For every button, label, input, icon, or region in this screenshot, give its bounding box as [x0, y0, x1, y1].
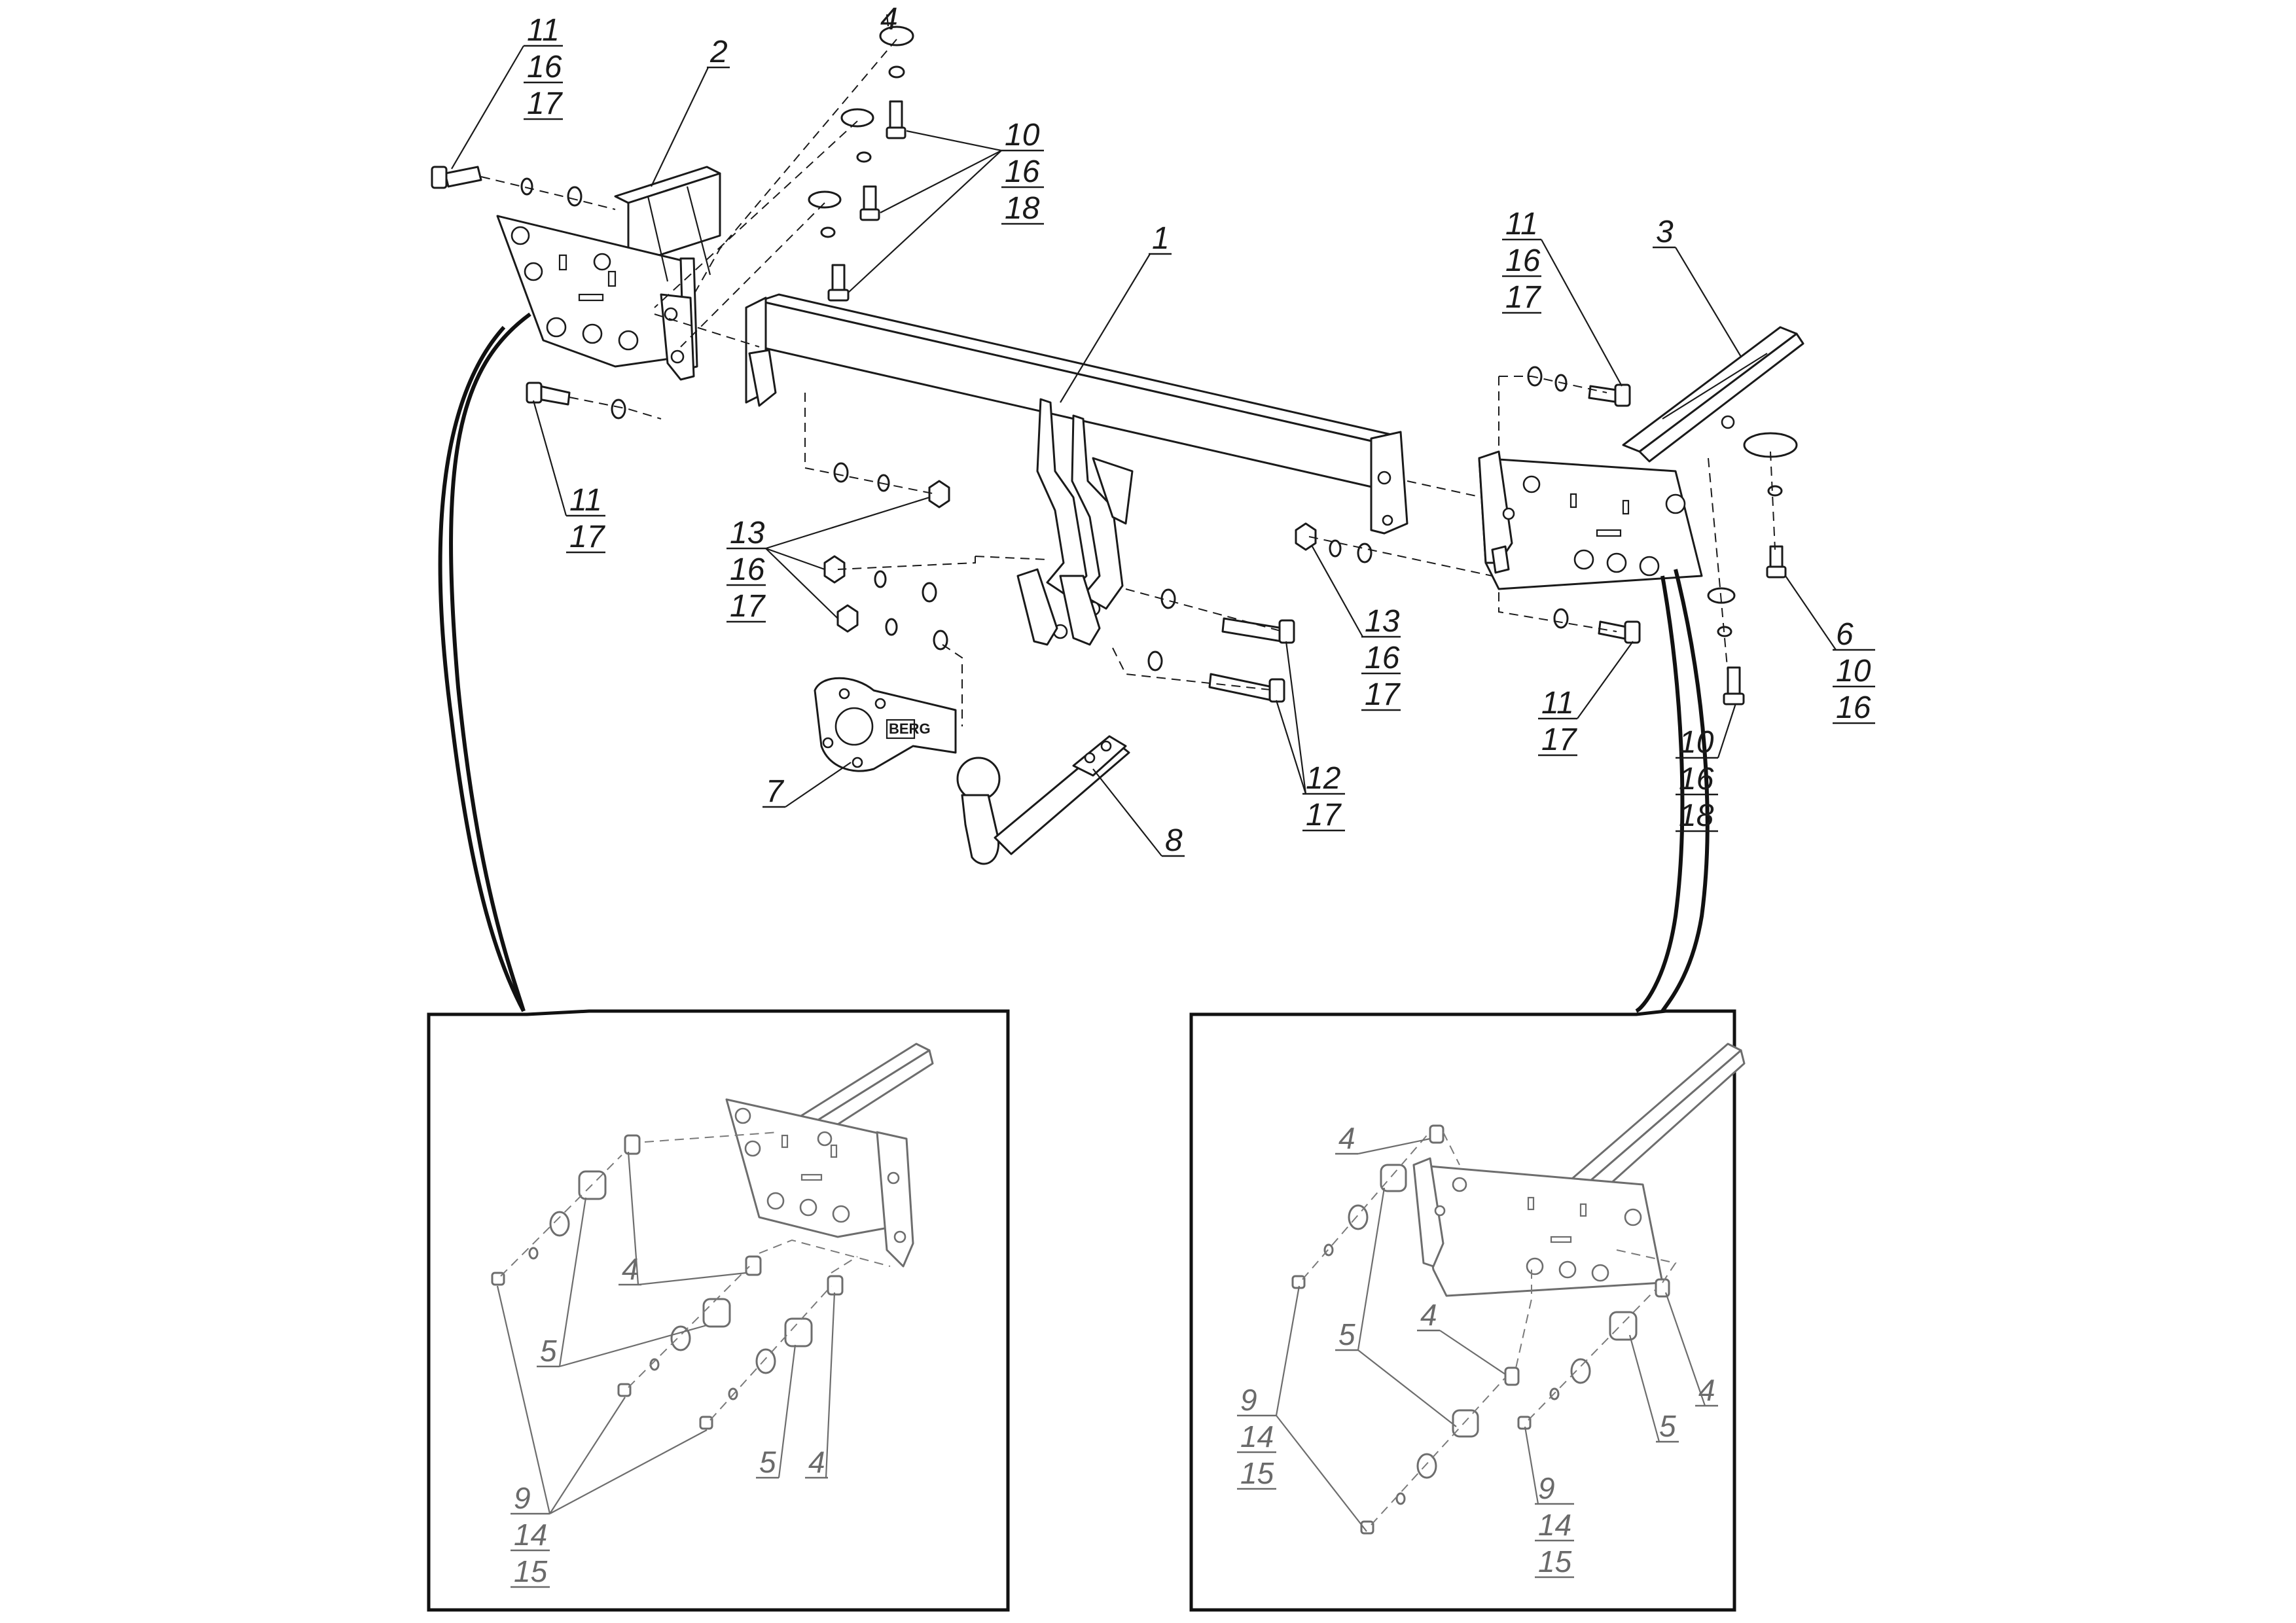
- label-17-top-right: 17: [1505, 280, 1542, 315]
- assembly-lines: [480, 39, 1776, 726]
- label-16: 16: [527, 50, 562, 84]
- detail-left-label-15: 15: [514, 1554, 548, 1588]
- detail-right-label-14b: 14: [1538, 1508, 1571, 1542]
- detail-right-label-14: 14: [1240, 1419, 1274, 1454]
- label-13-right: 13: [1365, 604, 1400, 639]
- detail-frame-right: [1189, 1009, 1746, 1612]
- detail-right-label-9b: 9: [1538, 1471, 1555, 1505]
- label-16-top: 16: [1005, 154, 1040, 189]
- detail-left-label-14: 14: [514, 1518, 547, 1552]
- fasteners: [431, 26, 1798, 705]
- label-8: 8: [1165, 823, 1183, 858]
- label-6: 6: [1836, 617, 1854, 652]
- label-3: 3: [1656, 215, 1674, 249]
- detail-left-label-5b: 5: [759, 1445, 776, 1479]
- label-13-middle: 13: [730, 516, 765, 550]
- detail-right-labels: 4 5 4 5 4 9 14 15 9 14 15: [1237, 1121, 1718, 1578]
- detail-callout-loops: [438, 312, 1710, 1013]
- label-16-middle: 16: [730, 552, 765, 587]
- label-16-lower-right: 16: [1679, 762, 1714, 796]
- label-16-right: 16: [1365, 641, 1400, 675]
- detail-right-label-15: 15: [1240, 1456, 1274, 1490]
- detail-left-label-4b: 4: [808, 1445, 825, 1479]
- label-4-top: 4: [880, 2, 898, 37]
- detail-right-label-9: 9: [1240, 1383, 1257, 1417]
- detail-left-label-9: 9: [514, 1481, 531, 1515]
- label-7: 7: [766, 774, 785, 809]
- label-17-middle: 17: [730, 589, 766, 624]
- label-11-top-right: 11: [1505, 207, 1538, 241]
- detail-right-label-4: 4: [1338, 1121, 1355, 1155]
- left-bracket-part-2: [496, 166, 721, 381]
- brand-plate-text: BERG: [889, 721, 931, 737]
- label-17: 17: [527, 86, 564, 121]
- label-17-lower-left: 17: [569, 520, 606, 554]
- detail-frame-left: [427, 1009, 1010, 1612]
- detail-left-label-5: 5: [540, 1334, 557, 1368]
- label-10-far-right: 10: [1836, 654, 1871, 688]
- crossbar-part-1: [745, 293, 1408, 646]
- label-17-right: 17: [1365, 677, 1401, 712]
- label-10-lower-right: 10: [1679, 725, 1714, 760]
- label-11: 11: [527, 13, 560, 48]
- detail-left-assembly: [491, 1043, 934, 1430]
- label-18-lower-right: 18: [1679, 798, 1714, 833]
- label-18-top: 18: [1005, 191, 1040, 226]
- detail-right-assembly: [1291, 1043, 1746, 1535]
- detail-right-label-15b: 15: [1538, 1544, 1572, 1578]
- label-11-lower-right: 11: [1541, 686, 1574, 721]
- label-11-lower-left: 11: [569, 483, 602, 518]
- label-10-top: 10: [1005, 118, 1040, 152]
- right-bracket-part-3: [1478, 326, 1804, 590]
- towball-part-8: [956, 735, 1130, 865]
- label-12: 12: [1306, 761, 1340, 796]
- detail-left-labels: 4 5 5 4 9 14 15: [496, 1151, 836, 1588]
- detail-right-label-4c: 4: [1698, 1373, 1715, 1407]
- detail-right-label-5b: 5: [1659, 1409, 1676, 1443]
- label-17-bolts: 17: [1306, 798, 1342, 832]
- detail-right-label-5: 5: [1338, 1317, 1355, 1351]
- label-16-top-right: 16: [1505, 243, 1541, 278]
- label-1: 1: [1152, 221, 1170, 256]
- socket-plate-part-7: BERG: [814, 677, 957, 772]
- label-2: 2: [709, 35, 728, 69]
- detail-right-label-4b: 4: [1420, 1298, 1437, 1332]
- label-16-far-right: 16: [1836, 690, 1871, 725]
- label-17-lower-right: 17: [1541, 722, 1578, 757]
- part-labels: 11 16 17 2 4 10 16 18 1 11 17 13: [451, 2, 1875, 858]
